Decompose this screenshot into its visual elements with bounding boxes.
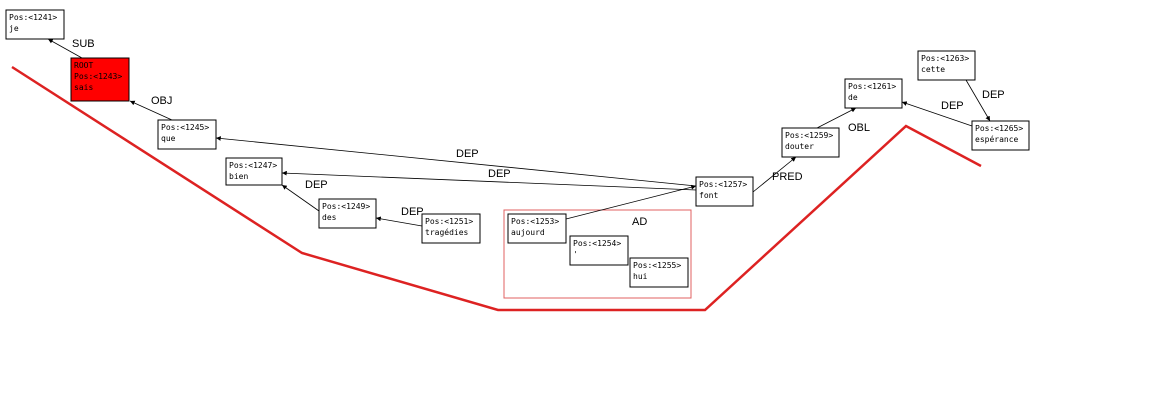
edge-n1257-to-n1245: [215, 136, 697, 187]
edge-label-obl: OBL: [848, 122, 870, 134]
edge-n1265-to-n1263: [965, 79, 991, 122]
edge-label-dep: DEP: [456, 148, 479, 160]
edge-n1261-to-n1265: [901, 101, 973, 127]
node-word: cette: [921, 65, 945, 74]
node-position: ROOT: [74, 61, 93, 70]
edge-label-obj: OBJ: [151, 95, 172, 107]
node-box: [421, 213, 481, 244]
node-box: [629, 257, 689, 288]
node-word: ': [573, 250, 578, 259]
node-box: [917, 50, 976, 81]
node-n1257[interactable]: Pos:<1257> font: [695, 176, 754, 207]
edge-label-dep: DEP: [305, 179, 328, 191]
node-position: Pos:<1261>: [848, 82, 896, 91]
node-position: Pos:<1257>: [699, 180, 747, 189]
red-contour-line: [11, 65, 982, 312]
edge-n1249-to-n1251: [375, 216, 423, 227]
node-n1259[interactable]: Pos:<1259> douter: [781, 127, 840, 158]
node-word: de: [848, 93, 858, 102]
node-n1249[interactable]: Pos:<1249> des: [318, 198, 377, 229]
node-n1251[interactable]: Pos:<1251>tragédies: [421, 213, 481, 244]
node-box: [781, 127, 840, 158]
edge-n1247-to-n1249: [281, 184, 320, 212]
node-word: je: [9, 24, 19, 33]
node-word: douter: [785, 142, 814, 151]
node-n1261[interactable]: Pos:<1261> de: [844, 78, 903, 109]
edges-layer: SUB OBJ DEP DEP DEP DEP AD PRED OBL DEP DEP: [47, 38, 1005, 228]
node-box: [5, 9, 65, 40]
node-word: tragédies: [425, 227, 469, 237]
node-box: [971, 120, 1030, 151]
node-word: bien: [229, 172, 248, 181]
node-n1255[interactable]: Pos:<1255> hui: [629, 257, 689, 288]
node-word: que: [161, 134, 176, 143]
node-n1254[interactable]: Pos:<1254> ': [569, 235, 629, 266]
edge-n1257-to-n1247: [281, 170, 697, 191]
node-position: Pos:<1247>: [229, 161, 277, 170]
edge-label-dep: DEP: [488, 168, 511, 180]
node-position: Pos:<1245>: [161, 123, 209, 132]
edge-n1243-to-n1241: [47, 38, 83, 59]
node-word: hui: [633, 272, 648, 281]
node-position: Pos:<1263>: [921, 54, 969, 63]
node-word: espérance: [975, 134, 1019, 144]
node-box: [507, 213, 567, 244]
edge-label-dep: DEP: [941, 100, 964, 112]
node-word: font: [699, 191, 718, 200]
node-n1253[interactable]: Pos:<1253> aujourd: [507, 213, 567, 244]
node-position: Pos:<1251>: [425, 217, 473, 226]
node-box: [844, 78, 903, 109]
node-position: Pos:<1265>: [975, 124, 1023, 133]
node-word: sais: [74, 83, 93, 92]
edge-label-dep: DEP: [401, 206, 424, 218]
multiword-group-box: [503, 209, 692, 299]
node-n1245[interactable]: Pos:<1245> que: [157, 119, 217, 150]
node-position: Pos:<1254>: [573, 239, 621, 248]
node-n1263[interactable]: Pos:<1263> cette: [917, 50, 976, 81]
node-n1247[interactable]: Pos:<1247> bien: [225, 157, 283, 186]
node-box: [225, 157, 283, 186]
node-n1265[interactable]: Pos:<1265>espérance: [971, 120, 1030, 151]
edge-n1245-to-n1243: [129, 100, 173, 121]
edge-label-pred: PRED: [772, 171, 803, 183]
node-n1243[interactable]: ROOT Pos:<1243> sais: [70, 57, 130, 102]
edge-n1257-to-n1253: [565, 184, 697, 220]
node-box: [157, 119, 217, 150]
node-n1241[interactable]: Pos:<1241> je: [5, 9, 65, 40]
edge-label-sub: SUB: [72, 38, 95, 50]
edge-label-dep: DEP: [982, 89, 1005, 101]
node-position: Pos:<1241>: [9, 13, 57, 22]
node-position: Pos:<1249>: [322, 202, 370, 211]
node-box: [569, 235, 629, 266]
node-word: des: [322, 213, 337, 222]
node-box: [695, 176, 754, 207]
edge-n1257-to-n1259: [752, 156, 797, 193]
node-box: [318, 198, 377, 229]
root-node-box: [70, 57, 130, 102]
node-position: Pos:<1253>: [511, 217, 559, 226]
node-position: Pos:<1259>: [785, 131, 833, 140]
node-position: Pos:<1255>: [633, 261, 681, 270]
edge-n1259-to-n1261: [816, 107, 857, 129]
edge-label-ad: AD: [632, 216, 647, 228]
node-word: aujourd: [511, 228, 545, 237]
node-position: Pos:<1243>: [74, 72, 122, 81]
